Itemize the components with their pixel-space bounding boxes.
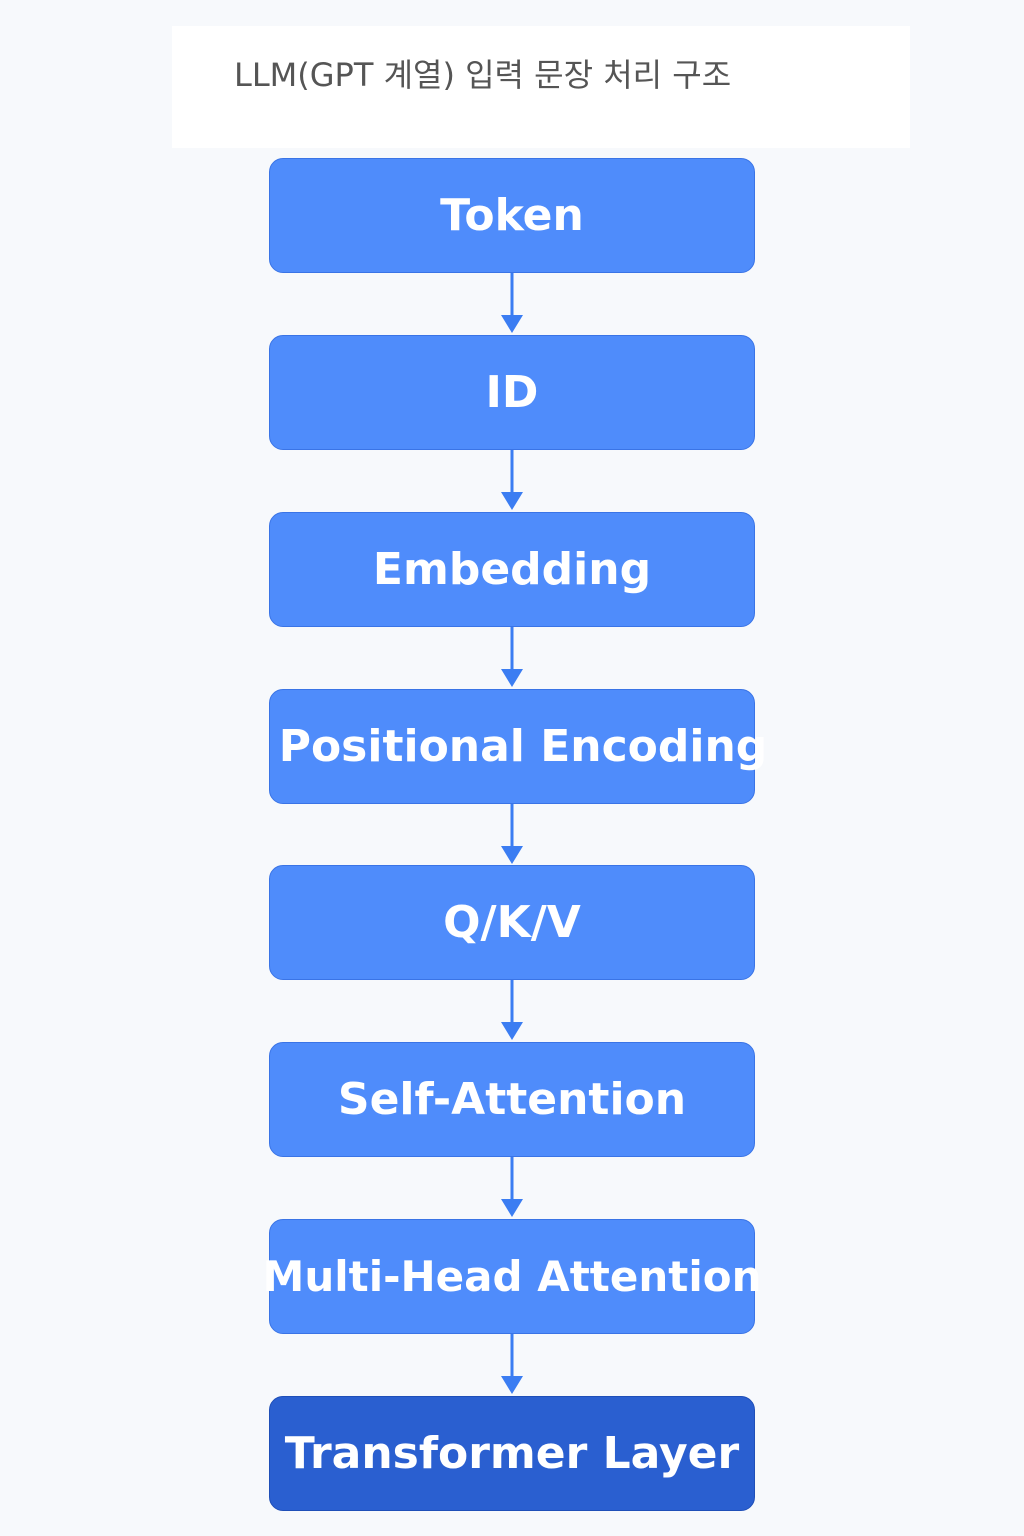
node-label: Q/K/V: [443, 897, 581, 948]
arrow-qkv-to-self-attention: [501, 980, 523, 1040]
node-transformer-layer: Transformer Layer: [269, 1396, 755, 1511]
title-panel: LLM(GPT 계열) 입력 문장 처리 구조: [172, 26, 910, 148]
node-id: ID: [269, 335, 755, 450]
arrow-multi-head-attention-to-transformer-layer: [501, 1334, 523, 1394]
node-label: Self-Attention: [337, 1074, 687, 1125]
arrow-embedding-to-positional-encoding: [501, 627, 523, 687]
node-label: ID: [485, 367, 539, 418]
arrow-id-to-embedding: [501, 450, 523, 510]
node-label: Transformer Layer: [284, 1428, 740, 1479]
node-multi-head-attention: Multi-Head Attention: [263, 1219, 761, 1334]
node-token: Token: [269, 158, 755, 273]
node-embedding: Embedding: [269, 512, 755, 627]
node-label: Multi-Head Attention: [262, 1252, 762, 1301]
node-label: Embedding: [372, 544, 652, 595]
diagram-title: LLM(GPT 계열) 입력 문장 처리 구조: [234, 56, 732, 94]
node-label: Token: [440, 190, 584, 241]
node-label: Positional Encoding: [278, 721, 768, 772]
arrow-self-attention-to-multi-head-attention: [501, 1157, 523, 1217]
arrow-token-to-id: [501, 273, 523, 333]
node-positional-encoding: Positional Encoding: [269, 689, 767, 804]
node-self-attention: Self-Attention: [269, 1042, 755, 1157]
node-qkv: Q/K/V: [269, 865, 755, 980]
arrow-positional-encoding-to-qkv: [501, 804, 523, 864]
